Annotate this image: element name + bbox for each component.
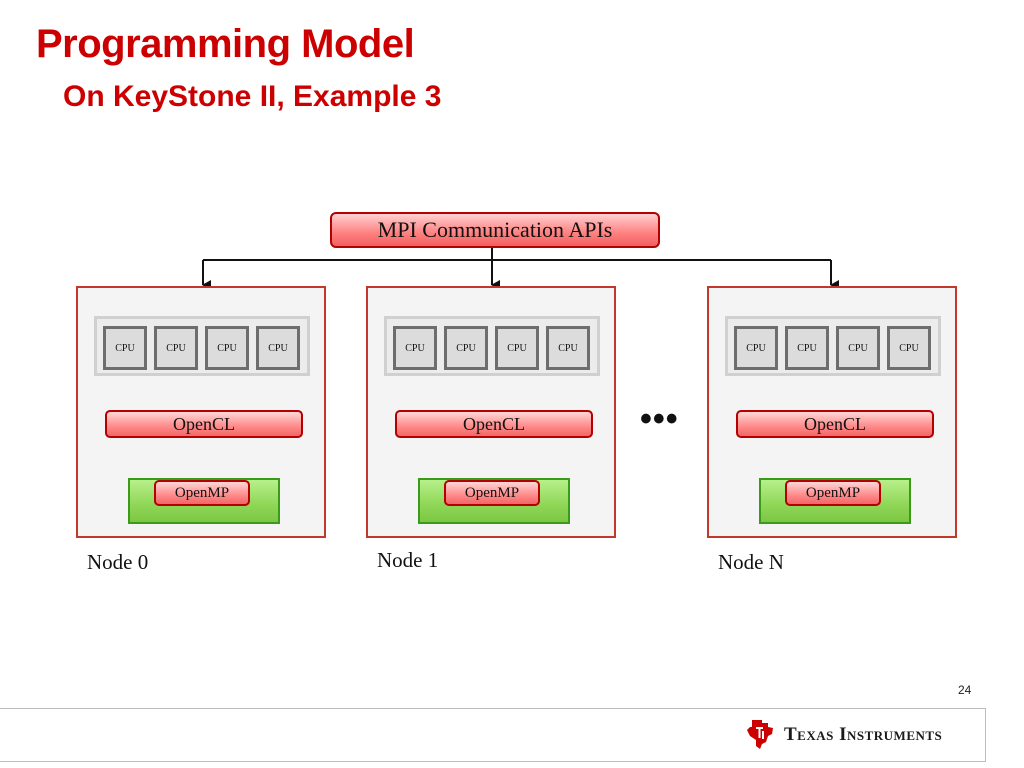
more-nodes-ellipsis: ••• [640, 400, 679, 438]
cpu-chip: CPU [393, 326, 437, 370]
opencl-box: OpenCL [105, 410, 303, 438]
opencl-box: OpenCL [395, 410, 593, 438]
openmp-box: OpenMP [785, 480, 881, 506]
texas-instruments-logo-icon [747, 720, 773, 749]
cpu-chip: CPU [546, 326, 590, 370]
cpu-tray: CPU CPU CPU CPU [384, 316, 600, 376]
cpu-chip: CPU [887, 326, 931, 370]
cpu-chip: CPU [734, 326, 778, 370]
cpu-chip: CPU [256, 326, 300, 370]
cpu-chip: CPU [836, 326, 880, 370]
node-0-box: CPU CPU CPU CPU OpenCL OpenMP [76, 286, 326, 538]
node-1-box: CPU CPU CPU CPU OpenCL OpenMP [366, 286, 616, 538]
cpu-chip: CPU [495, 326, 539, 370]
page-number: 24 [958, 683, 972, 697]
cpu-chip: CPU [103, 326, 147, 370]
openmp-box: OpenMP [154, 480, 250, 506]
opencl-box: OpenCL [736, 410, 934, 438]
node-0-label: Node 0 [87, 550, 149, 574]
cpu-chip: CPU [154, 326, 198, 370]
texas-instruments-wordmark: Texas Instruments [784, 724, 943, 745]
mpi-communication-apis-box: MPI Communication APIs [330, 212, 660, 248]
node-1-label: Node 1 [377, 548, 439, 572]
slide-title: Programming Model [36, 22, 415, 66]
cpu-tray: CPU CPU CPU CPU [725, 316, 941, 376]
cpu-chip: CPU [785, 326, 829, 370]
openmp-box: OpenMP [444, 480, 540, 506]
slide-subtitle: On KeyStone II, Example 3 [63, 80, 442, 113]
node-n-box: CPU CPU CPU CPU OpenCL OpenMP [707, 286, 957, 538]
cpu-tray: CPU CPU CPU CPU [94, 316, 310, 376]
footer-bar [0, 708, 986, 762]
node-n-label: Node N [718, 550, 784, 574]
cpu-chip: CPU [205, 326, 249, 370]
cpu-chip: CPU [444, 326, 488, 370]
